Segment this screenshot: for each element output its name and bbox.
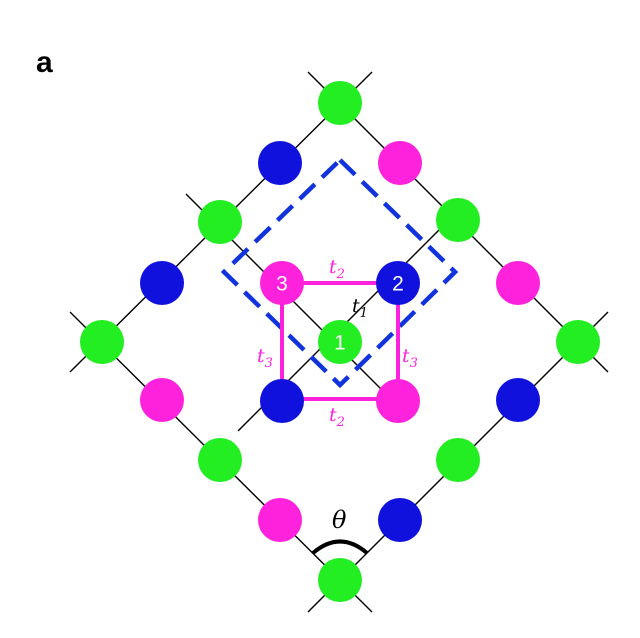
- site-blue: [140, 261, 184, 305]
- site-green: [556, 320, 600, 364]
- panel-label: a: [36, 46, 53, 79]
- site-blue: [496, 378, 540, 422]
- site-1-label: 1: [334, 332, 346, 355]
- site-green: [198, 438, 242, 482]
- site-green: [80, 320, 124, 364]
- site-green: [318, 558, 362, 602]
- hopping-t3-right-label: t3: [402, 345, 418, 371]
- site-blue: [260, 379, 304, 423]
- site-magenta: [140, 378, 184, 422]
- site-magenta: [378, 141, 422, 185]
- site-green: [318, 81, 362, 125]
- site-3-label: 3: [276, 273, 288, 296]
- site-green: [436, 438, 480, 482]
- site-blue: [378, 498, 422, 542]
- hopping-t2-bottom-label: t2: [329, 404, 345, 430]
- lattice-sites: [80, 81, 600, 602]
- site-magenta: [376, 379, 420, 423]
- site-2: [376, 261, 420, 305]
- site-2-label: 2: [392, 273, 404, 296]
- hopping-t3-left-label: t3: [257, 345, 273, 371]
- site-green: [436, 198, 480, 242]
- hopping-t1-label: t1: [352, 295, 368, 321]
- site-3: [260, 261, 304, 305]
- theta-label: θ: [332, 506, 347, 534]
- site-green: [198, 200, 242, 244]
- angle-arc: [311, 539, 369, 555]
- site-1: [318, 320, 362, 364]
- hopping-t2-top-label: t2: [329, 256, 345, 282]
- plaquette-square: [280, 281, 400, 401]
- site-blue: [258, 141, 302, 185]
- unit-cell-dashed: [220, 156, 459, 389]
- site-magenta: [496, 261, 540, 305]
- site-magenta: [258, 498, 302, 542]
